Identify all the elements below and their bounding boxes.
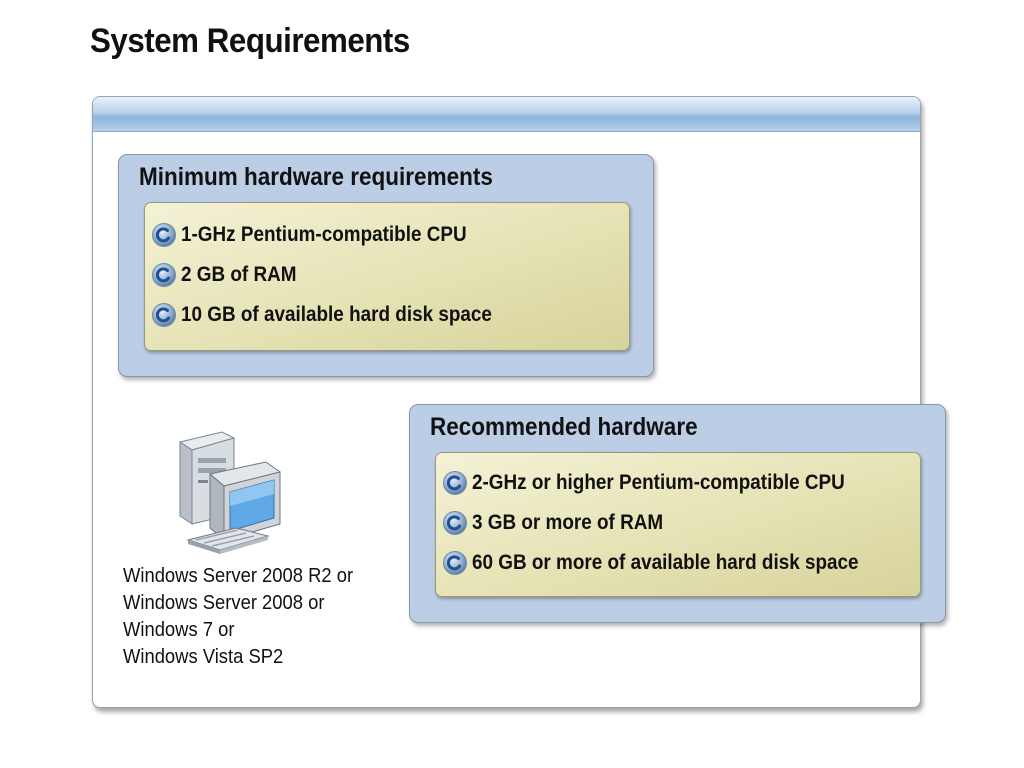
minimum-hardware-box: Minimum hardware requirements 1-GHz Pent…	[118, 154, 654, 377]
list-item: 1-GHz Pentium-compatible CPU	[151, 219, 498, 251]
list-item-text: 2-GHz or higher Pentium-compatible CPU	[472, 471, 845, 494]
list-item-text: 1-GHz Pentium-compatible CPU	[181, 223, 467, 246]
list-item: 10 GB of available hard disk space	[151, 299, 527, 331]
page-title: System Requirements	[90, 22, 410, 60]
minimum-hardware-heading: Minimum hardware requirements	[139, 163, 493, 191]
list-item-text: 3 GB or more of RAM	[472, 511, 664, 534]
desktop-computer-icon	[178, 431, 282, 554]
recommended-hardware-heading: Recommended hardware	[430, 413, 698, 441]
list-item: 60 GB or more of available hard disk spa…	[442, 547, 902, 579]
minimum-hardware-list: 1-GHz Pentium-compatible CPU 2 GB of RAM…	[144, 202, 630, 351]
bullet-orb-icon	[442, 510, 468, 536]
bullet-orb-icon	[442, 470, 468, 496]
list-item-text: 60 GB or more of available hard disk spa…	[472, 551, 859, 574]
list-item: 3 GB or more of RAM	[442, 507, 684, 539]
list-item: 2-GHz or higher Pentium-compatible CPU	[442, 467, 886, 499]
recommended-hardware-list: 2-GHz or higher Pentium-compatible CPU 3…	[435, 452, 921, 597]
list-item-text: 10 GB of available hard disk space	[181, 303, 492, 326]
bullet-orb-icon	[442, 550, 468, 576]
panel-header-bar	[93, 97, 920, 132]
os-item: Windows Server 2008 R2 or	[123, 565, 354, 587]
supported-os-list: Windows Server 2008 R2 or Windows Server…	[123, 563, 353, 671]
os-item: Windows Vista SP2	[123, 646, 284, 668]
bullet-orb-icon	[151, 302, 177, 328]
list-item: 2 GB of RAM	[151, 259, 309, 291]
bullet-orb-icon	[151, 262, 177, 288]
os-item: Windows 7 or	[123, 619, 235, 641]
os-item: Windows Server 2008 or	[123, 592, 325, 614]
bullet-orb-icon	[151, 222, 177, 248]
list-item-text: 2 GB of RAM	[181, 263, 297, 286]
recommended-hardware-box: Recommended hardware 2-GHz or higher Pen…	[409, 404, 946, 623]
